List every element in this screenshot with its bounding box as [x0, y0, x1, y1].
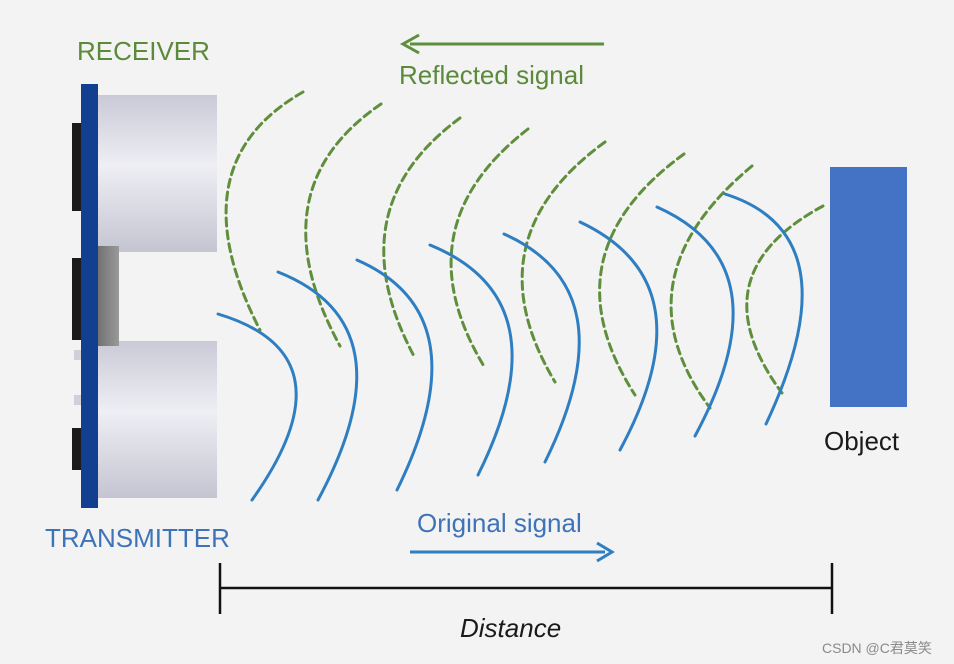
original-signal-arrow	[410, 541, 615, 563]
reflected-signal-label: Reflected signal	[399, 60, 584, 90]
original-wave	[502, 232, 581, 464]
original-signal-label: Original signal	[417, 508, 582, 538]
reflected-wave	[382, 116, 462, 360]
original-wave	[355, 258, 434, 492]
reflected-wave	[745, 204, 825, 395]
sensor-board	[81, 84, 98, 508]
object-label: Object	[824, 426, 900, 456]
header-pin-stub	[74, 395, 81, 405]
original-wave	[216, 312, 298, 502]
original-waves	[216, 192, 804, 502]
reflected-wave	[598, 152, 686, 397]
reflected-wave	[449, 127, 530, 370]
transmitter-cylinder	[97, 341, 217, 498]
arrow-left-icon	[399, 33, 420, 55]
original-wave	[276, 270, 359, 502]
original-wave	[723, 192, 804, 426]
reflected-waves	[224, 90, 825, 410]
header-pin	[72, 258, 81, 340]
header-pin	[72, 428, 81, 470]
reflected-wave	[669, 164, 754, 410]
receiver-label: RECEIVER	[77, 36, 210, 66]
reflected-wave	[304, 102, 383, 348]
arrow-right-icon	[596, 541, 615, 563]
ultrasonic-sensor	[72, 84, 217, 508]
distance-label: Distance	[460, 613, 562, 643]
original-wave	[428, 243, 514, 477]
header-pin-stub	[74, 350, 81, 360]
transmitter-label: TRANSMITTER	[45, 523, 230, 553]
reflected-wave	[520, 140, 607, 384]
reflected-signal-arrow	[399, 33, 604, 55]
receiver-cylinder	[97, 95, 217, 252]
watermark: CSDN @C君莫笑	[822, 640, 932, 656]
distance-dimension	[218, 563, 834, 614]
original-wave	[655, 205, 735, 438]
object-block	[830, 167, 907, 407]
crystal-oscillator	[97, 246, 119, 346]
header-pin	[72, 123, 81, 211]
reflected-wave	[224, 90, 305, 332]
original-wave	[578, 220, 659, 452]
